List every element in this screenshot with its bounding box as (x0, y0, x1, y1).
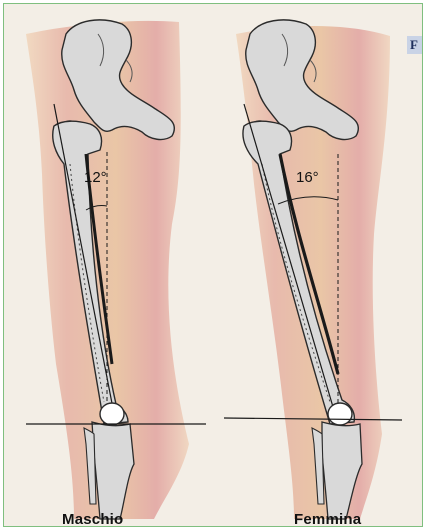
female-caption: Femmina (294, 511, 361, 527)
male-caption: Maschio (62, 511, 123, 527)
figure-frame: F (3, 3, 423, 527)
male-patella (100, 403, 124, 425)
male-angle-label: 12° (84, 169, 107, 186)
female-figure: 16° (224, 20, 402, 519)
female-patella (328, 403, 352, 425)
femur-comparison-illustration: 12° 16° (4, 4, 422, 526)
male-figure: 12° (26, 20, 206, 519)
female-angle-label: 16° (296, 169, 319, 186)
